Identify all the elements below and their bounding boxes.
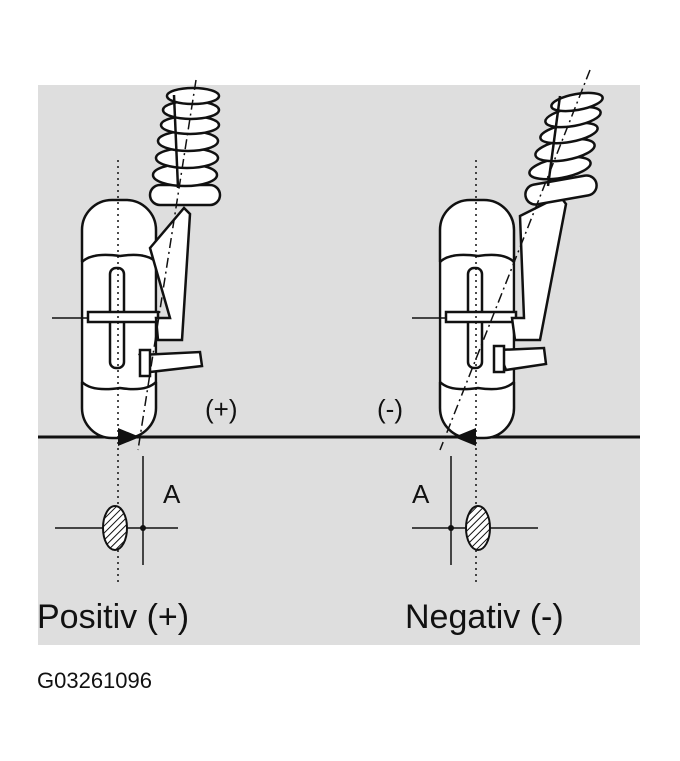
- right-wheel-assembly: [412, 69, 604, 585]
- right-coil-spring: [524, 91, 604, 206]
- left-coil-spring: [148, 86, 222, 207]
- right-dimension-label: A: [412, 479, 430, 509]
- left-wheel-assembly: [52, 79, 222, 585]
- negative-sign-label: (-): [377, 394, 403, 424]
- positive-caption: Positiv (+): [37, 598, 189, 636]
- figure-code: G03261096: [37, 668, 152, 693]
- positive-sign-label: (+): [205, 394, 238, 424]
- negative-caption: Negativ (-): [405, 598, 564, 636]
- left-dimension-label: A: [163, 479, 181, 509]
